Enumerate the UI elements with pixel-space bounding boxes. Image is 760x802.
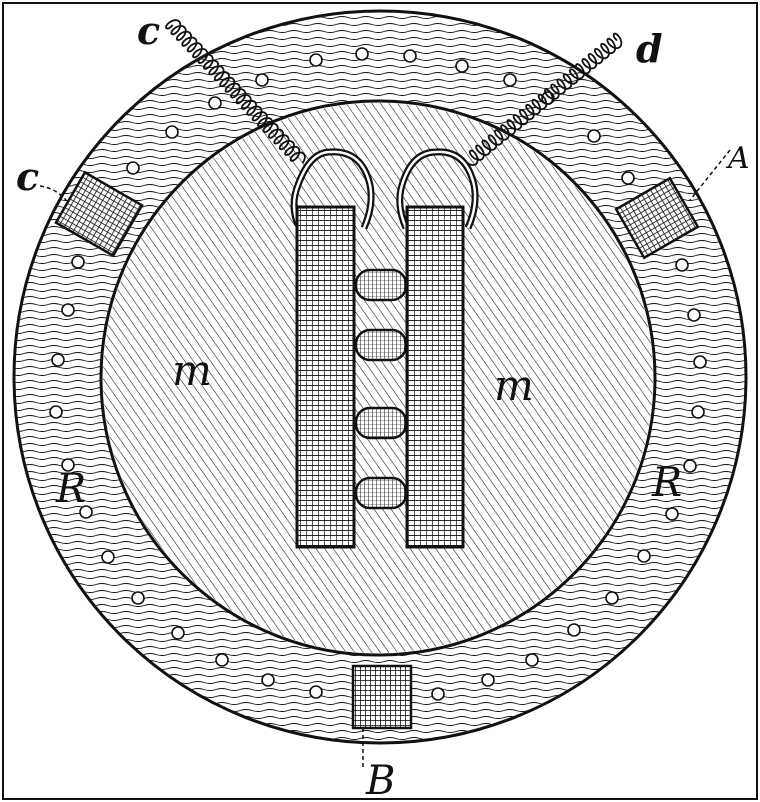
rivet-dot: [79, 505, 93, 519]
rivet-dot: [49, 405, 63, 419]
wire-coil-right: [466, 32, 623, 166]
label-d-top: d: [636, 26, 663, 71]
label-b-bottom: B: [365, 758, 395, 802]
label-a-right: A: [725, 141, 750, 176]
rivet-dot: [481, 673, 495, 687]
bar-right: [405, 205, 465, 549]
rivet-dot: [355, 47, 369, 61]
rivet-dot: [403, 49, 417, 63]
terminal-block-right: [614, 176, 700, 260]
hook-left-inner: [292, 150, 373, 229]
rivet-dot: [165, 125, 179, 139]
rivet-dot: [101, 550, 115, 564]
rivet-dot: [503, 73, 517, 87]
rivet-dot: [665, 507, 679, 521]
label-m-right: m: [494, 361, 534, 410]
rivet-dot: [131, 591, 145, 605]
rivet-dot: [171, 626, 185, 640]
rivet-dot: [605, 591, 619, 605]
rivet-dot: [621, 171, 635, 185]
label-c-top: c: [137, 8, 160, 53]
rivet-dot: [309, 685, 323, 699]
wire-coil-left: [164, 19, 306, 164]
terminal-block-bottom: [351, 664, 413, 730]
rungs: [354, 268, 408, 510]
label-m-left: m: [172, 346, 212, 395]
rivet-dot: [255, 73, 269, 87]
rivet-dot: [687, 308, 701, 322]
rivet-dot: [637, 549, 651, 563]
bar-left: [295, 205, 356, 549]
hook-right-inner: [398, 150, 477, 229]
rivet-dot: [126, 161, 140, 175]
rivet-dot: [691, 405, 705, 419]
rivet-dot: [208, 96, 222, 110]
rung: [354, 476, 408, 510]
rivet-dot: [567, 623, 581, 637]
rung: [354, 328, 408, 362]
rivet-dot: [455, 59, 469, 73]
rivet-dot: [525, 653, 539, 667]
rivet-dot: [309, 53, 323, 67]
label-r-right: R: [651, 460, 682, 506]
label-c-left: c: [16, 154, 39, 199]
rivet-dot: [71, 255, 85, 269]
rung: [354, 268, 408, 302]
rivet-dot: [587, 129, 601, 143]
rivet-dot: [261, 673, 275, 687]
terminal-block-left: [54, 170, 144, 258]
leader-line-a-right: [689, 149, 731, 201]
rivet-dot: [61, 458, 75, 472]
rivet-dot: [683, 459, 697, 473]
rivet-dot: [675, 258, 689, 272]
leader-line-c-left: [39, 185, 67, 201]
rivet-dot: [431, 687, 445, 701]
rivet-dot: [215, 653, 229, 667]
wire-coils: [164, 19, 623, 166]
rivet-dot: [51, 353, 65, 367]
label-r-left: R: [55, 466, 86, 512]
rung: [354, 406, 408, 440]
rivet-dot: [61, 303, 75, 317]
rivet-dot: [693, 355, 707, 369]
inner-disc-hatch: [103, 103, 653, 653]
